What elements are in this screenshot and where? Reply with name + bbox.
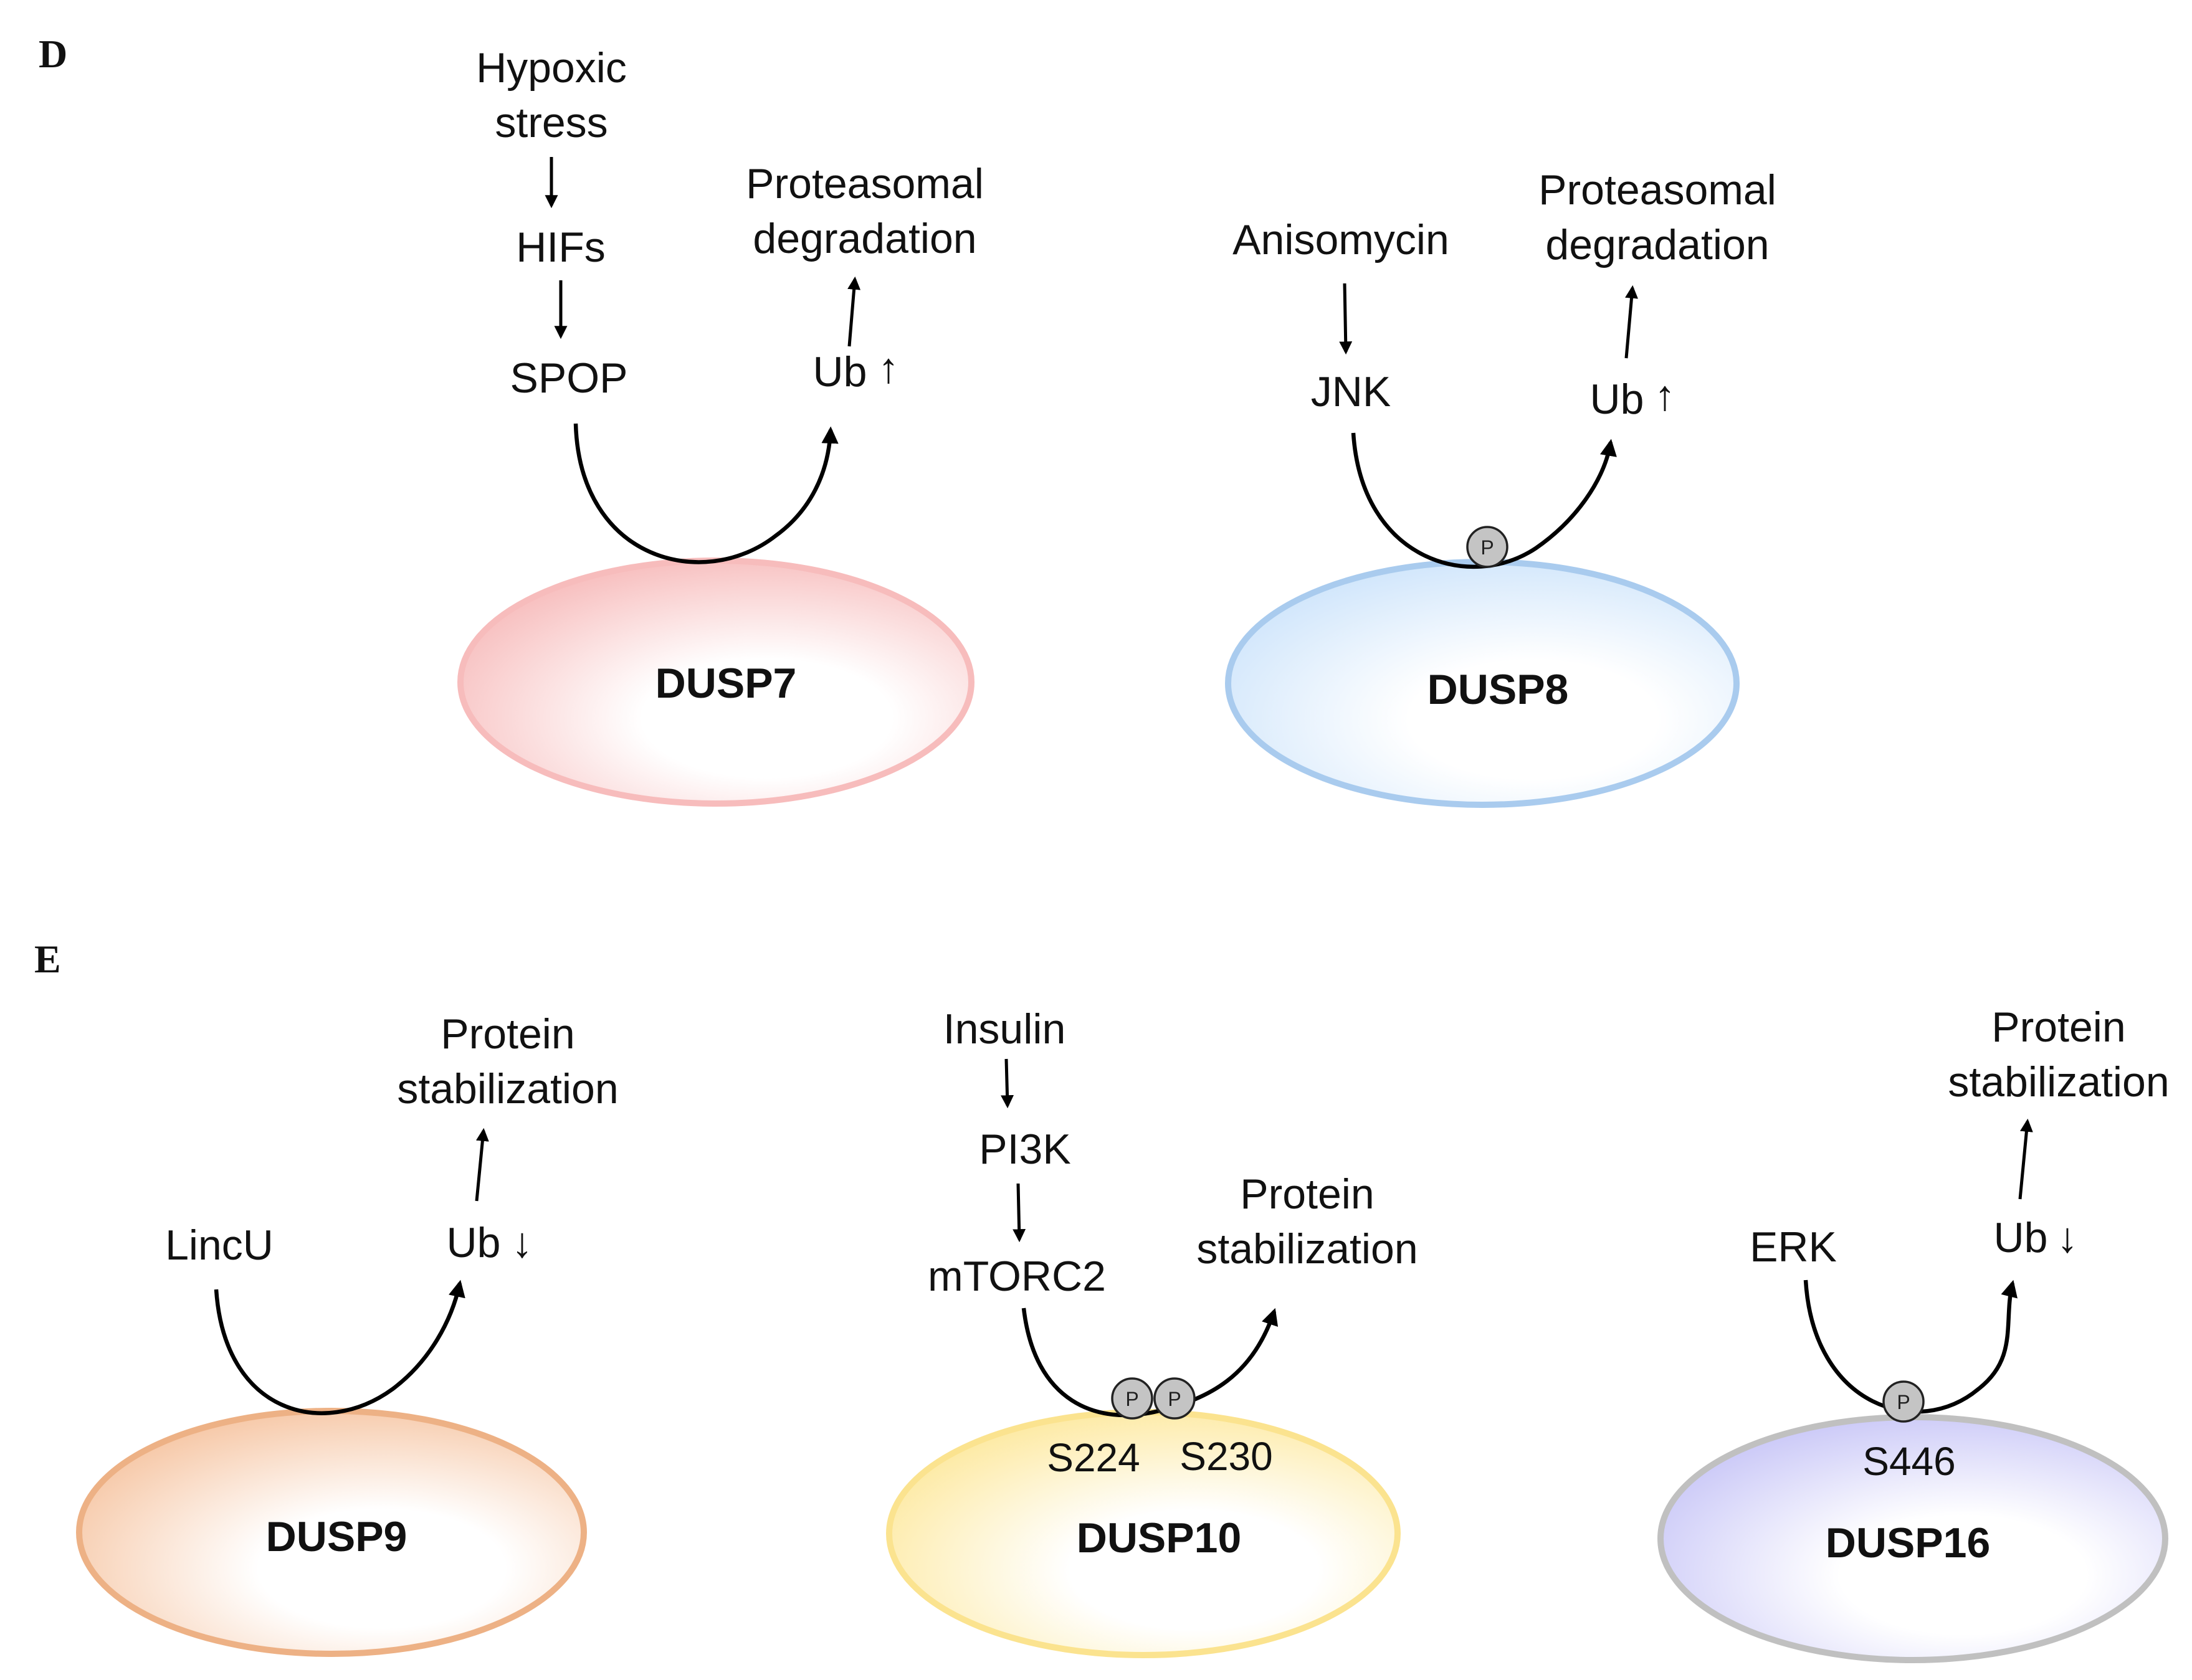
dusp10-pathway: DUSP10 Insulin PI3K mTORC2 P P S224 S230… bbox=[886, 1005, 1418, 1658]
dusp9-pathway: DUSP9 LincU Ub ↓ Protein stabilization bbox=[76, 1010, 619, 1657]
dusp8-label: DUSP8 bbox=[1427, 666, 1569, 713]
dusp9-outcome-line1: Protein bbox=[441, 1010, 574, 1058]
dusp9-ub-down-arrow: ↓ bbox=[512, 1219, 533, 1266]
dusp10-arrow-insulin-to-pi3k bbox=[1001, 1058, 1014, 1109]
dusp7-label: DUSP7 bbox=[655, 660, 797, 707]
dusp8-phospho-icon: P bbox=[1466, 526, 1508, 568]
dusp7-ub: Ub bbox=[813, 348, 867, 396]
dusp8-mediator-jnk: JNK bbox=[1311, 368, 1391, 415]
dusp8-arrow-anisomycin-to-jnk bbox=[1339, 283, 1353, 355]
panel-label-e: E bbox=[34, 937, 61, 981]
dusp8-ub-up-arrow: ↑ bbox=[1654, 372, 1675, 419]
dusp10-outcome-line2: stabilization bbox=[1196, 1225, 1418, 1273]
dusp9-ub: Ub bbox=[447, 1219, 501, 1266]
svg-text:P: P bbox=[1480, 536, 1494, 559]
dusp7-pathway: DUSP7 Hypoxic stress HIFs SPOP Ub ↑ Prot… bbox=[457, 44, 984, 807]
dusp10-outcome-line1: Protein bbox=[1240, 1170, 1374, 1218]
dusp8-stimulus: Anisomycin bbox=[1232, 216, 1449, 263]
dusp7-outcome-line2: degradation bbox=[753, 215, 976, 262]
dusp10-phosphorylation-curve bbox=[1021, 1307, 1279, 1418]
dusp7-ubiquitination-curve bbox=[573, 423, 839, 564]
dusp8-outcome-line1: Proteasomal bbox=[1538, 166, 1776, 214]
dusp16-mediator-erk: ERK bbox=[1750, 1223, 1837, 1271]
svg-text:P: P bbox=[1125, 1388, 1138, 1410]
dusp7-arrow-to-degradation bbox=[847, 276, 861, 347]
dusp10-stimulus-insulin: Insulin bbox=[943, 1005, 1066, 1053]
dusp8-arrow-to-degradation bbox=[1624, 285, 1638, 359]
dusp7-stimulus-line2: stress bbox=[495, 99, 608, 146]
dusp16-label: DUSP16 bbox=[1826, 1519, 1991, 1567]
dusp7-ub-up-arrow: ↑ bbox=[878, 344, 899, 392]
dusp9-arrow-to-stabilization bbox=[475, 1127, 489, 1202]
dusp8-ubiquitination-curve bbox=[1351, 432, 1617, 569]
dusp9-outcome-line2: stabilization bbox=[397, 1065, 618, 1113]
dusp9-label: DUSP9 bbox=[266, 1513, 407, 1560]
dusp10-site-s230: S230 bbox=[1179, 1434, 1272, 1479]
dusp10-mediator-pi3k: PI3K bbox=[979, 1126, 1070, 1173]
dusp7-mediator-spop: SPOP bbox=[510, 354, 628, 402]
dusp16-site-s446: S446 bbox=[1862, 1439, 1955, 1484]
dusp16-arrow-to-stabilization bbox=[2018, 1118, 2033, 1200]
dusp16-ub-down-arrow: ↓ bbox=[2057, 1214, 2078, 1261]
dusp10-site-s224: S224 bbox=[1047, 1435, 1140, 1480]
dusp9-mediator-lincu: LincU bbox=[165, 1222, 274, 1269]
dusp10-label: DUSP10 bbox=[1077, 1514, 1242, 1562]
dusp16-outcome-line1: Protein bbox=[1991, 1004, 2125, 1051]
dusp9-ubiquitination-curve bbox=[214, 1279, 465, 1415]
dusp16-ubiquitination-curve bbox=[1803, 1279, 2018, 1414]
dusp10-mediator-mtorc2: mTORC2 bbox=[928, 1253, 1106, 1300]
dusp10-arrow-pi3k-to-mtorc2 bbox=[1013, 1183, 1026, 1243]
dusp7-mediator-hifs: HIFs bbox=[516, 224, 606, 271]
dusp16-ub: Ub bbox=[1994, 1214, 2048, 1261]
dusp7-stimulus-line1: Hypoxic bbox=[476, 44, 627, 92]
dusp7-outcome-line1: Proteasomal bbox=[746, 160, 984, 207]
dusp10-phospho-icon-s230: P bbox=[1153, 1377, 1196, 1420]
dusp16-pathway: DUSP16 ERK P S446 Ub ↓ Protein stabiliza… bbox=[1657, 1004, 2170, 1663]
svg-text:P: P bbox=[1168, 1388, 1181, 1410]
dusp8-ub: Ub bbox=[1590, 376, 1644, 423]
dusp10-phospho-icon-s224: P bbox=[1111, 1377, 1153, 1420]
panel-label-d: D bbox=[39, 32, 67, 76]
svg-text:P: P bbox=[1897, 1391, 1910, 1413]
dusp8-pathway: DUSP8 Anisomycin JNK P Ub ↑ Proteasomal … bbox=[1225, 166, 1776, 808]
dusp16-phospho-icon: P bbox=[1882, 1380, 1925, 1423]
dusp8-outcome-line2: degradation bbox=[1545, 221, 1769, 268]
dusp16-outcome-line2: stabilization bbox=[1948, 1058, 2169, 1106]
